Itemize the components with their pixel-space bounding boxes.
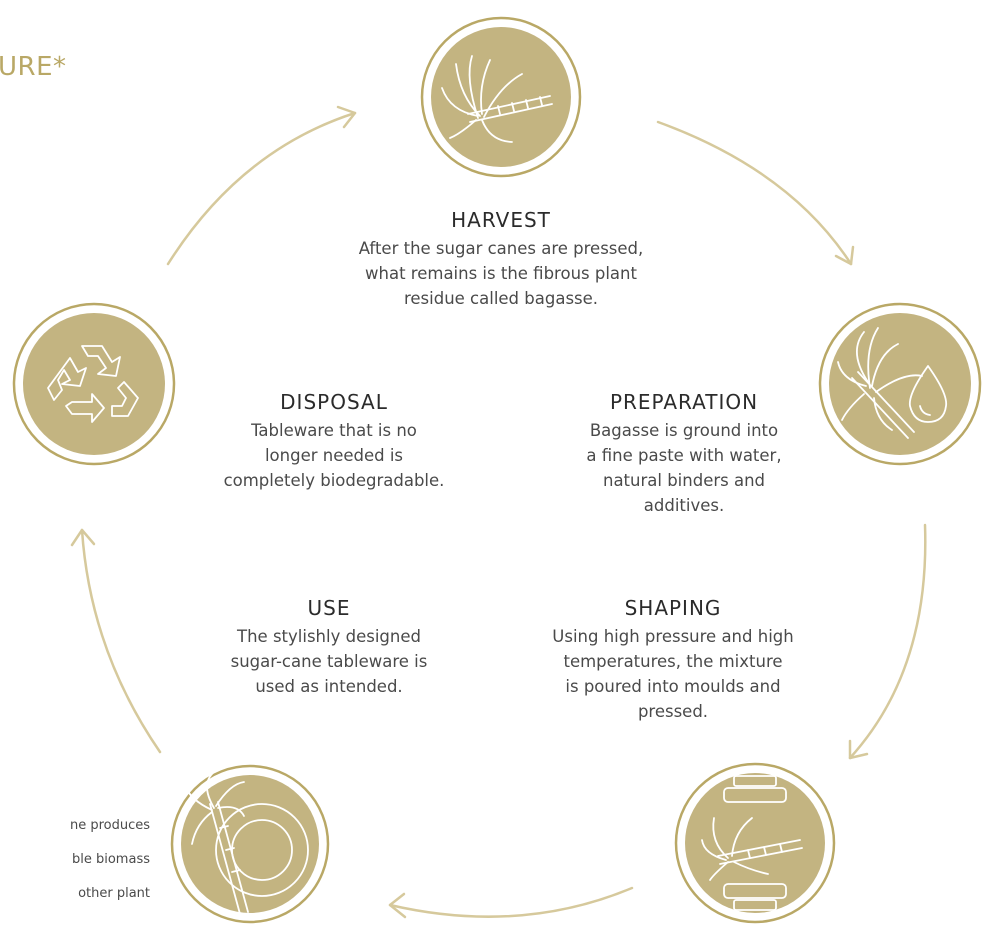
arrowhead (848, 739, 869, 760)
arrowhead (834, 245, 855, 266)
arrow-disposal-to-harvest (166, 111, 357, 266)
step-title: DISPOSAL (280, 390, 388, 414)
recycle-icon (12, 302, 176, 466)
step-title: USE (307, 596, 351, 620)
step-disposal: DISPOSAL Tableware that is no longer nee… (196, 390, 472, 493)
step-harvest: HARVEST After the sugar canes are presse… (318, 208, 684, 311)
step-title: SHAPING (624, 596, 722, 620)
side-note-line: ble biomass (72, 852, 150, 867)
step-description: Bagasse is ground into a fine paste with… (586, 421, 782, 515)
step-preparation: PREPARATION Bagasse is ground into a fin… (540, 390, 828, 518)
step-description: Using high pressure and high temperature… (552, 627, 794, 721)
cane-water-drop-icon (818, 302, 982, 466)
arrow-harvest-to-preparation (656, 120, 853, 266)
step-title: PREPARATION (609, 390, 759, 414)
arrow-shaping-to-use (388, 886, 634, 918)
arrowhead (388, 892, 407, 919)
sugar-cane-icon (420, 16, 582, 178)
side-note-line: ne produces (69, 818, 150, 833)
arrowhead (336, 105, 357, 129)
press-mould-icon (674, 762, 836, 924)
step-shaping: SHAPING Using high pressure and high tem… (518, 596, 828, 724)
step-use: USE The stylishly designed sugar-cane ta… (196, 596, 462, 699)
section-heading: URE* (0, 52, 67, 82)
arrow-use-to-disposal (80, 528, 162, 754)
arrow-preparation-to-shaping (848, 523, 927, 760)
side-note-line: other plant (78, 886, 150, 901)
arrowhead (70, 528, 96, 547)
side-note: ne produces ble biomass other plant (0, 800, 150, 919)
step-title: HARVEST (451, 208, 551, 232)
step-description: Tableware that is no longer needed is co… (223, 421, 445, 490)
step-description: The stylishly designed sugar-cane tablew… (230, 627, 428, 696)
cane-plate-icon (170, 764, 330, 924)
step-description: After the sugar canes are pressed, what … (358, 239, 644, 308)
